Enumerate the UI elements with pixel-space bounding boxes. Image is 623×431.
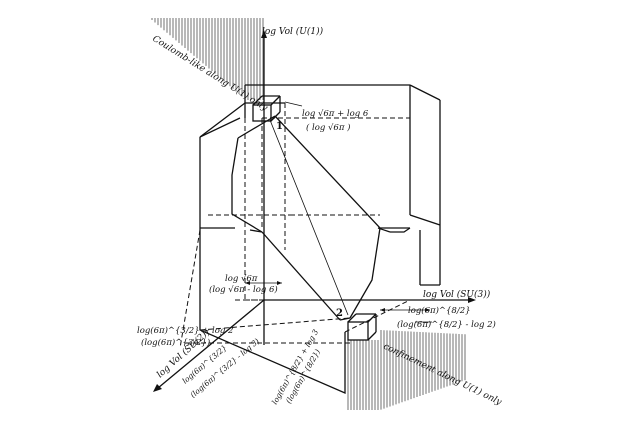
coulomb-region-label: Coulomb-like along U(1) only <box>150 33 270 114</box>
u1-axis <box>261 30 267 345</box>
right-label-primary: log(6π)^{8/2} <box>408 305 471 316</box>
su2-axis <box>153 299 265 392</box>
u1-axis-label: log Vol (U(1)) <box>262 26 324 37</box>
top-label-secondary: ( log √6π ) <box>306 122 350 133</box>
confinement-hatch-region <box>347 330 466 410</box>
mid-label-primary: log √6π <box>225 274 258 284</box>
cube-point-1 <box>252 95 281 122</box>
dimension-arrows <box>245 101 432 323</box>
left-label-secondary: (log(6π)^{3/2}) <box>141 337 210 348</box>
confinement-region-label: confinement along U(1) only <box>382 341 504 408</box>
point-2-label: 2 <box>336 308 343 319</box>
coulomb-hatch-region <box>151 18 264 100</box>
cube-point-2 <box>347 313 377 341</box>
left-label-primary: log(6π)^{3/2} + log 2 <box>137 325 233 336</box>
mid-label-secondary: (log √6π - log 6) <box>209 284 278 295</box>
su3-axis <box>264 297 476 303</box>
right-label-secondary: (log(6π)^{8/2} - log 2) <box>397 319 496 330</box>
su3-axis-label: log Vol (SU(3)) <box>423 289 491 300</box>
central-polytope <box>231 115 411 321</box>
point-1-label: 1 <box>276 121 283 132</box>
top-label-primary: log √6π + log 6 <box>302 109 369 119</box>
outer-box <box>199 84 441 394</box>
